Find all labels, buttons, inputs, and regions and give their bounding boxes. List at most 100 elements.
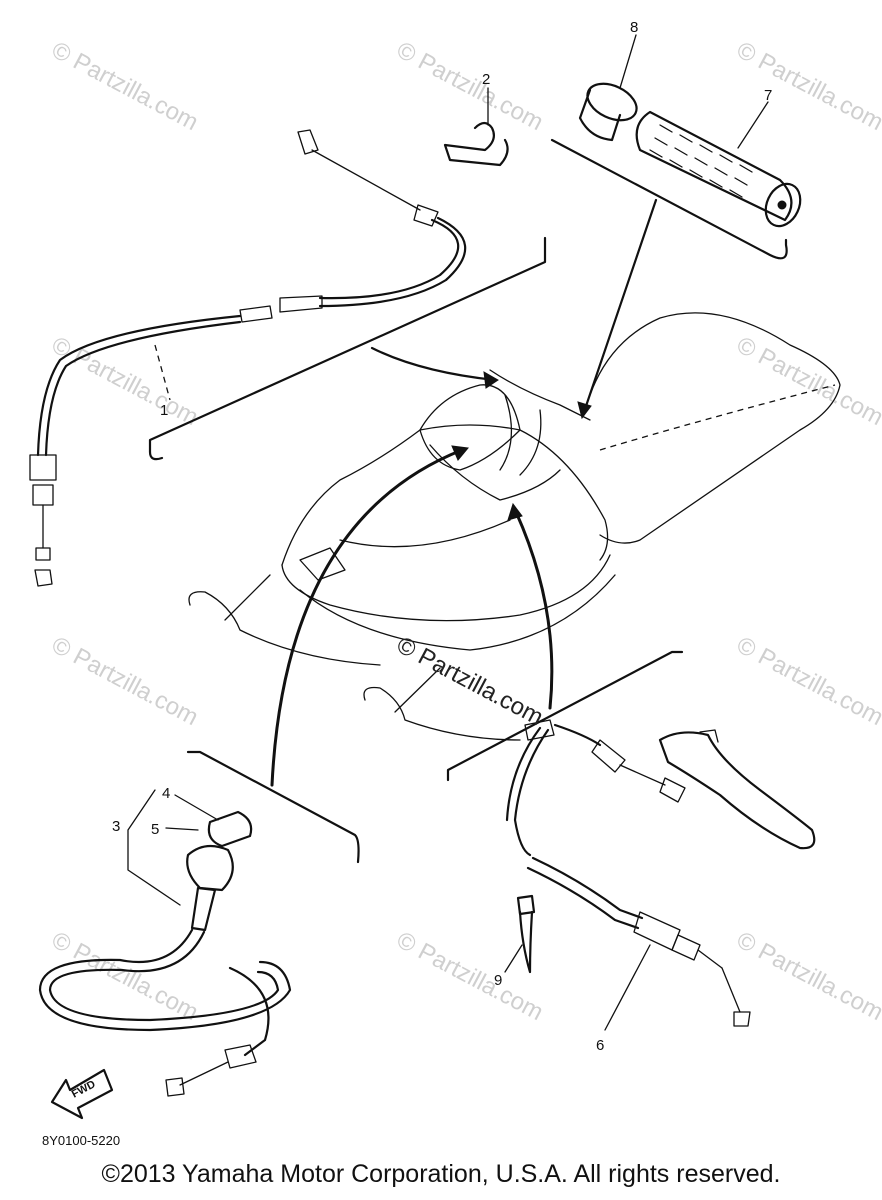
cable-inner-wire (311, 149, 421, 211)
brake-cable-end (659, 777, 686, 803)
ski-left-strut (224, 574, 271, 621)
callout-1: 1 (160, 402, 168, 419)
cable-lower-tip (34, 569, 53, 587)
watermark: © Partzilla.com (47, 36, 202, 136)
cable-outer-housing (318, 218, 460, 300)
speedo-cable-head (186, 844, 234, 892)
callout-3: 3 (112, 818, 120, 835)
arrow-throttle-to-handlebar (370, 346, 497, 382)
headlight (299, 547, 346, 581)
part-throttle-cable: 1 (29, 129, 467, 587)
hood-outline (281, 424, 609, 566)
brake-cable-spring (697, 949, 723, 969)
hood-line (339, 519, 511, 548)
bracket-brake-cable (446, 650, 684, 782)
part-grip-collar: 8 (578, 19, 638, 142)
leader-line (154, 344, 171, 401)
watermark: © Partzilla.com (392, 926, 547, 1026)
part-clip: 2 (443, 71, 509, 167)
part-brake-cable: 6 (505, 719, 816, 1054)
callout-8: 8 (630, 19, 638, 36)
speedo-cable-neck (190, 886, 217, 932)
fwd-arrow: FWD (50, 1068, 114, 1120)
grip-end-cap (764, 182, 802, 228)
speedo-cable-housing (48, 930, 280, 1022)
speedo-cable-housing (38, 928, 292, 1032)
cable-outer-housing (44, 320, 242, 457)
watermark: © Partzilla.com (732, 331, 882, 431)
brake-cable-tip (733, 1011, 751, 1027)
grip-texture (649, 124, 753, 198)
watermark: © Partzilla.com (732, 36, 882, 136)
leader-line (737, 101, 769, 149)
cable-end-fitting (297, 129, 319, 155)
cable-lower-fitting (32, 484, 54, 506)
callout-7: 7 (764, 87, 772, 104)
arrow-head (483, 371, 499, 389)
steering-post (499, 394, 513, 471)
watermark: © Partzilla.com (392, 36, 547, 136)
collar-body (578, 88, 622, 142)
speedo-cable-segment (228, 966, 270, 1057)
seat-lower-edge (599, 384, 836, 451)
steering-post (519, 409, 542, 476)
callout-9: 9 (494, 972, 502, 989)
copyright-footer: ©2013 Yamaha Motor Corporation, U.S.A. A… (101, 1160, 781, 1188)
callout-4: 4 (162, 785, 170, 802)
arrow-head (507, 502, 523, 521)
cable-adjuster (413, 204, 439, 227)
arrow-grip-to-handlebar (582, 198, 658, 414)
leader-line (504, 944, 523, 973)
watermark: © Partzilla.com (47, 631, 202, 731)
fwd-arrow-shape (50, 1068, 114, 1120)
ski-right (363, 686, 521, 741)
snowmobile-body (188, 312, 841, 741)
windshield (419, 384, 521, 471)
grip-end-hole (777, 200, 787, 210)
part-pin: 9 (494, 894, 536, 989)
part-speedometer-cable: 3 4 5 (38, 785, 292, 1097)
cable-outer-housing (318, 216, 467, 308)
arrow-head (577, 401, 592, 420)
brake-cable-lower (526, 866, 640, 930)
bracket-speedometer-cable (186, 750, 360, 864)
clip-shape (443, 121, 509, 167)
leader-line (619, 34, 637, 89)
arrow-head (451, 445, 469, 461)
fwd-label: FWD (70, 1078, 98, 1100)
watermark-layer: © Partzilla.com © Partzilla.com © Partzi… (47, 36, 882, 1026)
brake-lever (658, 731, 816, 850)
assembly-arrows (270, 198, 658, 787)
ski-left (188, 591, 381, 666)
arrow-speedometer-to-dash (270, 448, 464, 787)
leader-line-5 (165, 827, 199, 831)
leader-bracket (127, 789, 181, 906)
cable-junction (279, 295, 323, 313)
speedo-cable-tip (165, 1077, 185, 1097)
bracket-grip (550, 138, 788, 260)
speedo-cable-wire (179, 1061, 229, 1086)
brake-lever-pivot (699, 729, 719, 743)
speedo-cable-end (224, 1044, 257, 1069)
brake-cable-upper (505, 726, 542, 822)
callout-6: 6 (596, 1037, 604, 1054)
watermark: © Partzilla.com (47, 331, 202, 431)
callout-5: 5 (151, 821, 159, 838)
cable-outer-housing (36, 314, 242, 457)
pin-body (518, 910, 534, 974)
group-brackets (148, 138, 788, 864)
drawing-code: 8Y0100-5220 (42, 1133, 120, 1148)
bracket-throttle-cable (148, 236, 547, 461)
brake-cable-wire (619, 764, 666, 786)
brake-cable-top (553, 723, 602, 747)
callout-2: 2 (482, 71, 490, 88)
seat-outline (589, 312, 841, 544)
cable-lower-end (35, 547, 51, 561)
leader-line-4 (174, 794, 219, 821)
grip-body (635, 110, 793, 222)
leader-line (604, 944, 651, 1031)
handlebar (489, 369, 591, 421)
brake-cable-upper (513, 728, 550, 857)
watermark: © Partzilla.com (732, 631, 882, 731)
brake-cable-wire-lower (721, 967, 741, 1013)
